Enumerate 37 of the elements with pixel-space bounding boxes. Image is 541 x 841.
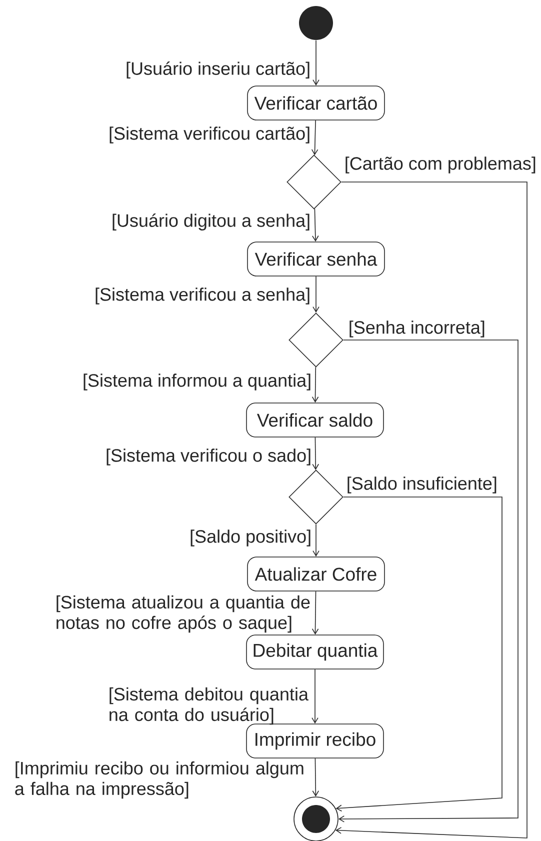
arrow [312,758,320,797]
edge-label: [Sistema atualizou a quantia de notas no cofre após o saque] [56,595,310,633]
arrow [338,340,518,822]
arrow [312,669,318,724]
activity-box: Verificar cartão [247,86,385,120]
final-node [294,796,338,841]
arrow [312,524,320,557]
arrow [312,208,319,242]
activity-box: Atualizar Cofre [247,556,385,592]
initial-node [299,6,333,40]
edge-label: [Usuário digitou a senha] [112,214,310,230]
edge-label: [Cartão com problemas] [346,156,536,174]
activity-box: Debitar quantia [246,634,384,670]
edge-label: [Sistema informou a quantia] [84,374,310,390]
edge-label: [Saldo insuficiente] [348,476,496,494]
arrow [311,120,318,156]
edge-label: [Sistema verificou cartão] [110,126,310,144]
decision-diamond [288,312,344,368]
edge-label: [Sistema debitou quantia na conta do usuário] [110,687,308,725]
edge-label: [Saldo positivo] [190,530,310,546]
edge-label: [Sistema verificou a senha] [96,288,310,304]
arrow [312,437,319,470]
decision-diamond [286,154,342,210]
decision-diamond [288,470,344,524]
edge-label: [Usuário inseriu cartão] [126,62,310,78]
arrow [312,40,320,86]
arrow [336,496,502,812]
activity-box: Verificar saldo [246,402,384,438]
activity-box: Imprimir recibo [246,724,384,758]
arrow [312,591,319,635]
edge-label: [Imprimiu recibo ou informiou algum a falha na impressão] [15,761,304,799]
arrow [312,276,320,313]
edge-label: [Sistema verificou o sado] [106,448,310,466]
edge-label: [Senha incorreta] [350,320,484,338]
arrow [312,366,319,403]
activity-box: Verificar senha [247,242,385,276]
arrow [335,182,528,838]
